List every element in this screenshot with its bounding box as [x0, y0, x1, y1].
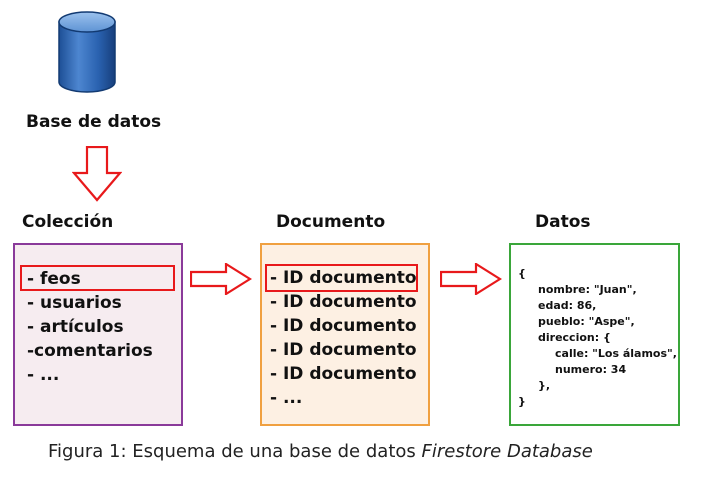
document-item: - ID documento: [270, 340, 417, 360]
data-line: edad: 86,: [538, 299, 597, 312]
collection-item: - feos: [27, 269, 81, 289]
document-list: - ID documento - ID documento - ID docum…: [270, 266, 417, 410]
document-item: - ID documento: [270, 316, 417, 336]
collection-title: Colección: [22, 212, 114, 232]
collection-item: -comentarios: [27, 341, 153, 361]
data-line: }: [518, 395, 526, 408]
data-line: nombre: "Juan",: [538, 283, 637, 296]
caption-italic: Firestore Database: [421, 441, 593, 462]
collection-box: [13, 243, 183, 426]
data-line: },: [538, 379, 551, 392]
data-line: pueblo: "Aspe",: [538, 315, 635, 328]
document-item: - ID documento: [270, 292, 417, 312]
right-arrow: [190, 263, 252, 295]
collection-item: - usuarios: [27, 293, 122, 313]
figure-caption: Figura 1: Esquema de una base de datos F…: [48, 441, 593, 462]
caption-text: Figura 1: Esquema de una base de datos: [48, 441, 422, 462]
collection-item: - artículos: [27, 317, 124, 337]
data-title: Datos: [535, 212, 591, 232]
data-line: calle: "Los álamos",: [555, 347, 677, 360]
right-arrow: [440, 263, 502, 295]
data-line: direccion: {: [538, 331, 611, 344]
document-item: - ID documento: [270, 364, 417, 384]
document-item: - ...: [270, 388, 303, 408]
data-line: {: [518, 267, 526, 280]
data-line: numero: 34: [555, 363, 627, 376]
collection-highlight: [20, 265, 175, 291]
database-label: Base de datos: [26, 112, 162, 132]
document-item: - ID documento: [270, 268, 417, 288]
down-arrow: [72, 146, 122, 202]
document-highlight: [265, 264, 418, 292]
collection-item: - ...: [27, 365, 60, 385]
document-box: [260, 243, 430, 426]
data-box: [509, 243, 680, 426]
collection-list: - feos - usuarios - artículos -comentari…: [27, 267, 153, 387]
database-icon: [58, 11, 116, 93]
document-title: Documento: [276, 212, 386, 232]
